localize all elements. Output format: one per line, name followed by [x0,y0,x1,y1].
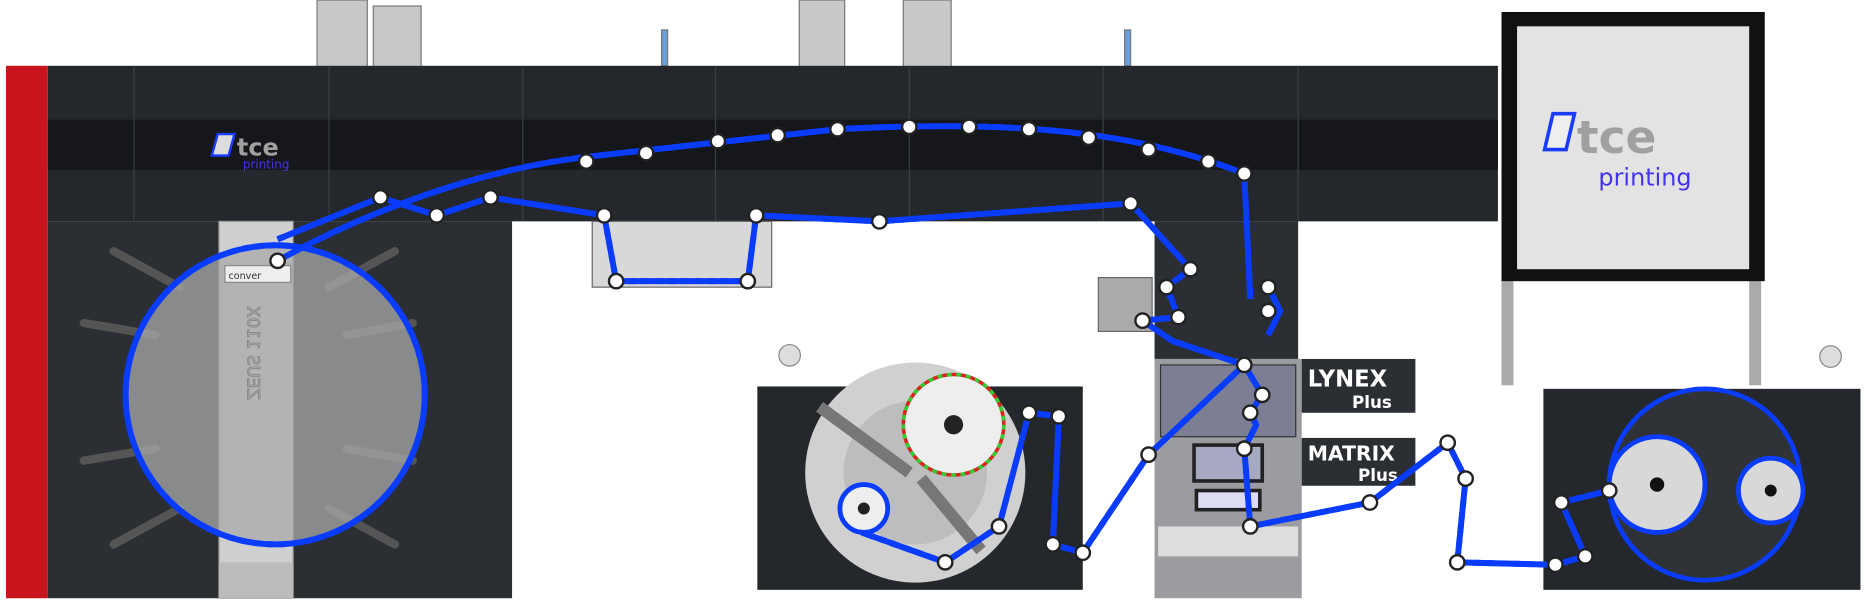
idler-roller [1546,556,1564,574]
idler-roller [1235,165,1253,182]
idler-roller [1158,278,1175,296]
idler-roller [1552,494,1570,511]
dryer-logo-sub: printing [1598,163,1691,191]
matrix-name: MATRIX [1308,442,1395,466]
idler-roller [900,118,918,136]
idler-roller [1253,386,1271,404]
idler-roller [1448,553,1466,571]
idler-roller [829,120,846,138]
idler-roller [1140,446,1157,464]
idler-roller [1361,494,1379,511]
idler-roller [1134,312,1151,330]
matrix-badge: MATRIX Plus [1301,437,1416,486]
idler-roller [739,272,757,290]
idler-roller [1241,404,1259,422]
idler-roller [637,144,655,162]
lynex-sub: Plus [1352,392,1392,412]
idler-roller [871,212,888,230]
unit-plate-label: conver [229,271,262,282]
idler-roller [607,272,625,290]
idler-roller [428,206,446,224]
idler-roller [1235,440,1253,458]
idler-roller [1182,260,1199,278]
idler-roller [1576,547,1594,565]
idler-roller [1259,302,1277,320]
idler-roller [1140,141,1157,158]
idler-roller [1050,407,1068,425]
idler-roller [960,118,978,136]
idler-roller [990,518,1008,535]
idler-roller [1020,120,1038,138]
idler-roller [1457,470,1474,487]
idler-roller [577,153,595,170]
unit-model-label: ZEUS 110X [244,306,264,400]
lynex-name: LYNEX [1308,366,1388,392]
idler-roller [1200,153,1217,170]
idler-roller [1241,518,1259,535]
idler-roller [1439,434,1457,452]
housing-logo: tce printing [210,132,290,172]
housing-logo-brand: tce [237,134,279,162]
idler-roller [1080,129,1098,146]
inspection-unit [1154,358,1302,599]
rollers [269,118,1618,574]
idler-roller [1122,195,1139,212]
idler-roller [1259,278,1277,296]
idler-roller [1235,356,1253,374]
red-side-panel [5,65,48,599]
idler-roller [269,252,286,270]
idler-roller [595,206,613,224]
idler-roller [936,553,954,571]
idler-roller [709,132,727,150]
exhaust-stacks [316,0,1132,68]
idler-roller [1044,536,1062,553]
idler-roller [1600,482,1618,499]
idler-roller [372,189,389,206]
idler-roller [1020,404,1038,422]
bridge-frame [591,220,1299,359]
dryer-tower: tce printing [1501,11,1765,386]
idler-roller [747,206,765,224]
idler-roller [482,189,499,206]
matrix-sub: Plus [1358,465,1398,485]
rewinder-unit [1543,345,1861,590]
idler-roller [1170,308,1187,326]
dryer-housing [47,65,1498,222]
idler-roller [1074,544,1092,562]
housing-logo-sub: printing [243,158,290,172]
dryer-logo-brand: tce [1577,111,1657,164]
lynex-badge: LYNEX Plus [1301,358,1416,413]
idler-roller [769,126,787,144]
print-unit: conver ZEUS 110X [47,220,513,599]
